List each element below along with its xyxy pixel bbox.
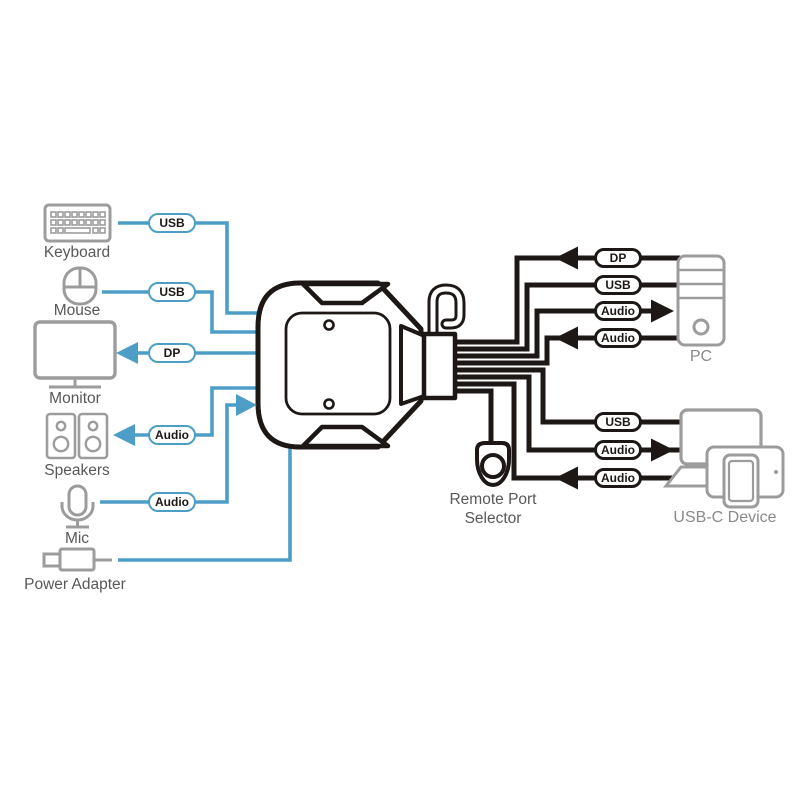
pill-usbc-audio-out: Audio — [594, 440, 642, 460]
usbc-device-label: USB-C Device — [673, 509, 777, 526]
pill-mic-audio: Audio — [148, 492, 196, 512]
kvm-switch-icon — [255, 280, 466, 450]
kvm-connector-block — [421, 331, 458, 401]
arrow-audio-into-kvm-icon — [236, 394, 257, 416]
mic-label: Mic — [64, 530, 90, 547]
pill-speakers-audio: Audio — [148, 425, 196, 445]
selector-button — [480, 453, 506, 479]
monitor-icon — [33, 320, 117, 389]
pill-monitor-dp: DP — [148, 343, 196, 363]
mouse-icon — [62, 266, 98, 306]
keyboard-icon — [43, 203, 112, 243]
remote-port-selector-icon — [475, 441, 511, 487]
kvm-bottom-trapezoid — [300, 424, 391, 449]
keyboard-label: Keyboard — [43, 244, 111, 261]
arrow-audio-to-usbc-icon — [651, 438, 674, 462]
pill-keyboard-usb: USB — [148, 213, 196, 233]
power-adapter-label: Power Adapter — [24, 576, 126, 593]
arrow-to-speakers-icon — [113, 424, 135, 446]
pill-pc-audio-in: Audio — [594, 328, 642, 348]
kvm-top-trapezoid — [300, 281, 391, 306]
remote-selector-line — [445, 388, 494, 450]
pill-usbc-usb: USB — [594, 412, 642, 432]
keyboard-usb-line — [118, 221, 268, 315]
kvm-cable-hook-core — [430, 286, 463, 345]
speakers-label: Speakers — [44, 462, 110, 479]
monitor-label: Monitor — [49, 390, 101, 407]
mic-icon — [60, 484, 95, 529]
power-line — [118, 435, 292, 562]
power-adapter-icon — [42, 547, 112, 572]
mouse-label: Mouse — [53, 302, 101, 319]
kvm-top-plate — [284, 311, 392, 416]
usbc-audio-out-line — [445, 374, 686, 453]
usbc-device-icon — [662, 408, 785, 509]
pill-pc-audio-out: Audio — [594, 301, 642, 321]
pc-dp-line — [445, 255, 680, 345]
speakers-audio-line — [128, 386, 268, 437]
remote-port-selector-label: Remote Port Selector — [449, 491, 537, 527]
mic-audio-line — [100, 403, 240, 504]
pill-pc-dp: DP — [594, 248, 642, 268]
arrow-audio-usbc-to-kvm-icon — [555, 466, 578, 490]
pill-usbc-audio-in: Audio — [594, 468, 642, 488]
arrow-to-monitor-icon — [116, 342, 138, 364]
arrow-audio-to-kvm-icon — [555, 326, 578, 350]
kvm-screw-top — [323, 319, 335, 331]
pc-icon — [676, 254, 726, 347]
arrow-audio-to-pc-icon — [651, 299, 674, 323]
pc-label: PC — [689, 348, 713, 365]
arrow-dp-to-kvm-icon — [555, 246, 578, 270]
pill-mouse-usb: USB — [148, 282, 196, 302]
kvm-screw-bottom — [323, 398, 335, 410]
pill-pc-usb: USB — [594, 275, 642, 295]
speakers-icon — [45, 412, 109, 460]
